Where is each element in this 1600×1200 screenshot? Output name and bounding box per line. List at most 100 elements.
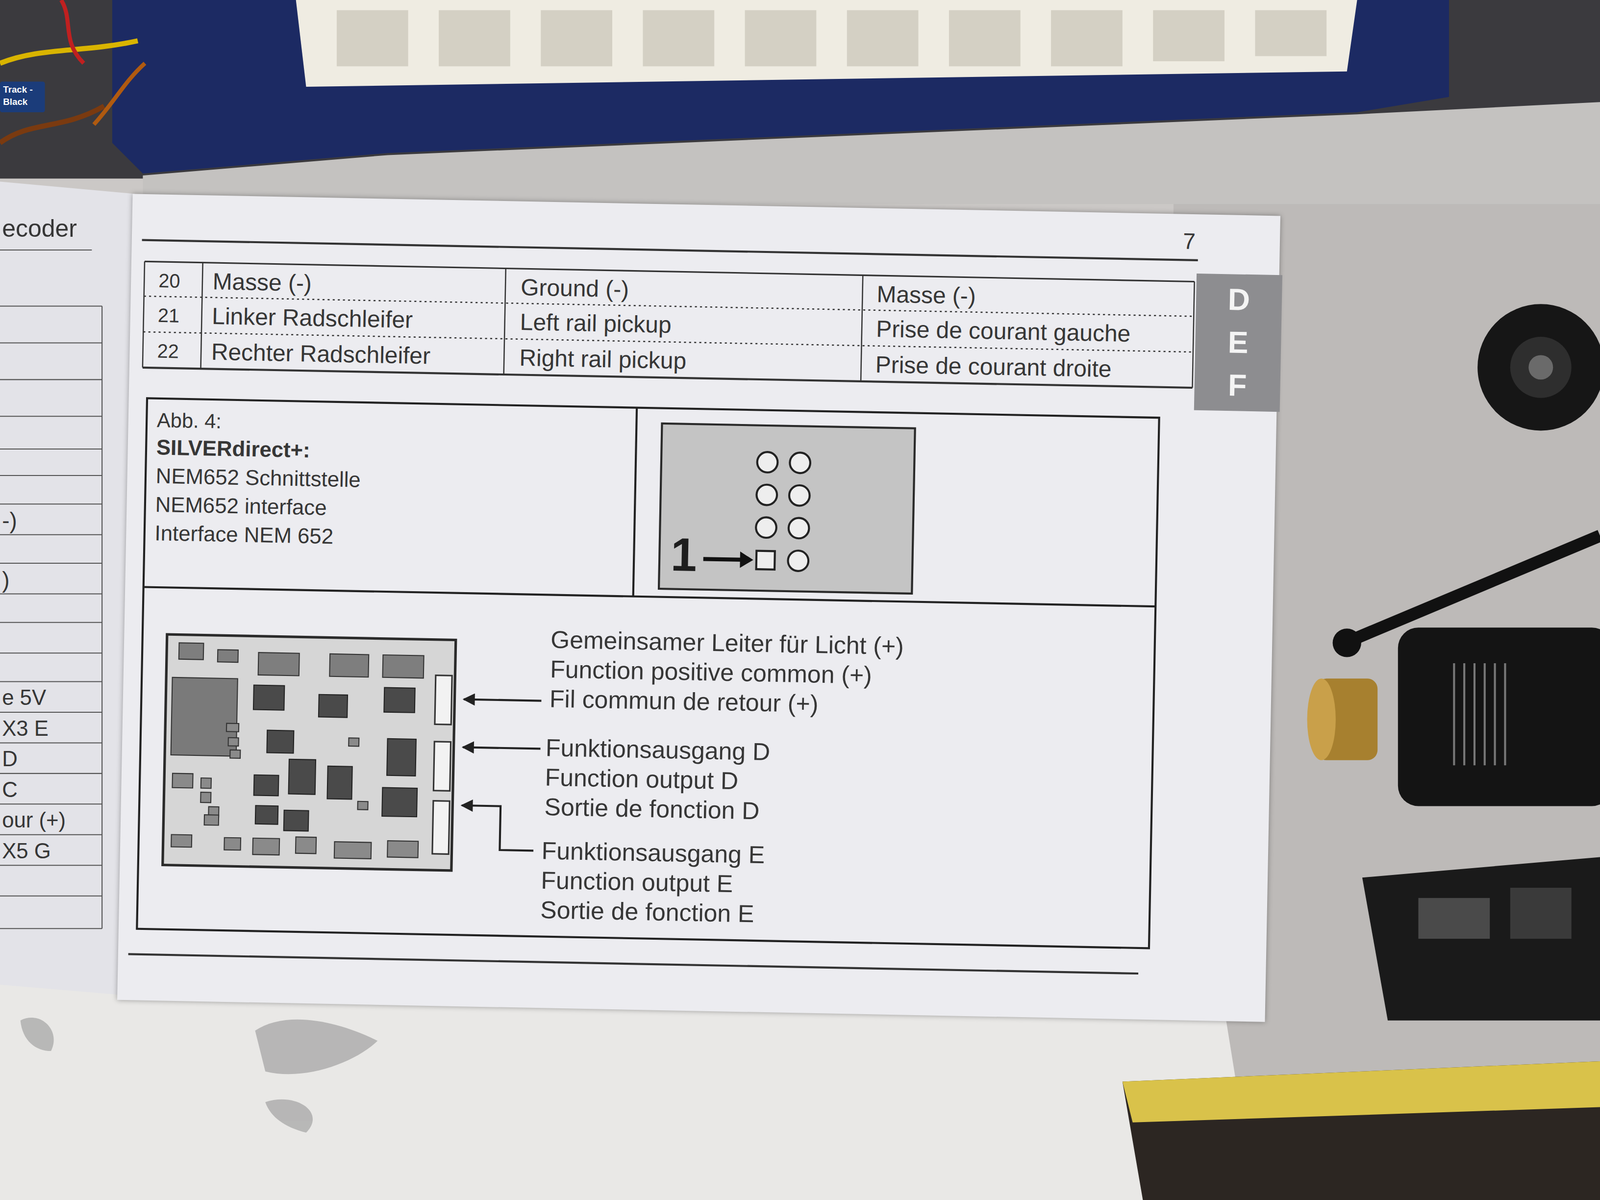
callout-label: Funktionsausgang E bbox=[541, 836, 766, 870]
left-page-table bbox=[0, 562, 102, 564]
decoder-board bbox=[200, 792, 211, 803]
connector-pins bbox=[787, 550, 809, 572]
left-page-table bbox=[0, 895, 102, 897]
decoder-board bbox=[178, 642, 204, 660]
manual-page: DEF Abb. 4:SILVERdirect+:NEM652 Schnittst… bbox=[117, 194, 1281, 1023]
language-tab: DEF bbox=[1194, 273, 1283, 412]
bogie-frame bbox=[1362, 857, 1600, 1021]
left-page-table bbox=[0, 448, 102, 450]
header-rule bbox=[142, 240, 1199, 261]
left-page-cell: X3 E bbox=[1, 716, 49, 741]
pin-table bbox=[503, 268, 506, 375]
left-page-table bbox=[0, 503, 102, 505]
decoder-board bbox=[171, 834, 192, 848]
decoder-board bbox=[253, 775, 279, 797]
connector-pins bbox=[756, 550, 775, 570]
motor-coil bbox=[1453, 663, 1505, 766]
left-page-cell: ) bbox=[1, 567, 10, 594]
connector-pins bbox=[789, 452, 811, 474]
decoder-board bbox=[348, 737, 359, 747]
left-page-table bbox=[0, 475, 102, 476]
decoder-board bbox=[432, 675, 452, 855]
node-text: D bbox=[1195, 277, 1283, 323]
smudge bbox=[254, 1019, 378, 1075]
left-page-heading: ecoder bbox=[1, 214, 77, 243]
footer-rule bbox=[128, 953, 1139, 974]
left-page bbox=[0, 181, 135, 996]
wire bbox=[0, 40, 138, 64]
decoder-board bbox=[171, 677, 238, 757]
callout-label: Function positive common (+) bbox=[550, 654, 873, 690]
plastic-slots bbox=[847, 10, 919, 67]
decoder-board bbox=[226, 723, 239, 732]
rod-end bbox=[1332, 628, 1362, 657]
smudge bbox=[20, 1017, 54, 1051]
left-page-table bbox=[0, 742, 102, 744]
left-page-table bbox=[0, 593, 102, 595]
left-page-cell: D bbox=[1, 747, 18, 772]
table-cell: Left rail pickup bbox=[519, 308, 672, 339]
decoder-board bbox=[255, 805, 279, 825]
table-cell: Prise de courant droite bbox=[875, 350, 1112, 383]
wheel-hub bbox=[1510, 336, 1572, 399]
decoder-board bbox=[383, 687, 415, 713]
connector-pins bbox=[755, 517, 777, 538]
callout-label: Sortie de fonction E bbox=[540, 895, 755, 928]
leader-arrow bbox=[460, 805, 534, 851]
left-page-table bbox=[0, 652, 102, 654]
figure-frame bbox=[143, 587, 1156, 607]
left-page-table bbox=[0, 680, 102, 682]
left-page-table bbox=[0, 773, 102, 775]
bogie-detail bbox=[1510, 887, 1572, 939]
pin-table bbox=[142, 261, 1195, 388]
decoder-board bbox=[204, 814, 220, 825]
decoder-board bbox=[434, 675, 452, 725]
decoder-board bbox=[329, 653, 369, 677]
left-page-cell: our (+) bbox=[1, 808, 66, 833]
yellow-box bbox=[1122, 1061, 1600, 1123]
pin-table bbox=[1192, 281, 1195, 388]
left-page-table bbox=[0, 250, 102, 929]
left-page-table bbox=[0, 834, 102, 836]
table-cell: Prise de courant gauche bbox=[875, 315, 1131, 348]
figure-frame bbox=[136, 398, 1159, 949]
left-page-table bbox=[0, 803, 102, 805]
decoder-board bbox=[283, 810, 309, 832]
left-page-table bbox=[0, 534, 102, 536]
decoder-board bbox=[200, 777, 212, 789]
decoder-board bbox=[253, 685, 285, 711]
node-text: Interface NEM 652 bbox=[154, 518, 627, 557]
decoder-board bbox=[334, 841, 372, 859]
wheel bbox=[1477, 303, 1600, 431]
left-page-cell: -) bbox=[1, 508, 18, 535]
plastic-slots bbox=[1254, 10, 1327, 57]
plastic-slots bbox=[745, 10, 817, 67]
connector-pins bbox=[756, 484, 777, 505]
connector-pins bbox=[756, 451, 778, 473]
table-cell: Masse (-) bbox=[876, 280, 976, 310]
left-page-table bbox=[0, 864, 102, 866]
decoder-board bbox=[217, 649, 239, 663]
leader-arrow bbox=[462, 747, 541, 749]
decoder-board bbox=[228, 737, 239, 747]
figure-caption-cell: Abb. 4:SILVERdirect+:NEM652 Schnittstell… bbox=[145, 402, 637, 594]
figure-frame bbox=[633, 407, 637, 597]
left-page-table bbox=[0, 342, 102, 344]
smudge bbox=[20, 1017, 378, 1133]
callout-label: Function output D bbox=[544, 763, 739, 796]
left-page-cell: X5 G bbox=[1, 838, 51, 864]
left-page-table bbox=[0, 927, 102, 929]
pin-one-arrowhead bbox=[739, 551, 754, 569]
table-cell: Masse (-) bbox=[212, 267, 312, 297]
pin-number: 21 bbox=[157, 304, 180, 327]
left-page-table bbox=[0, 305, 102, 307]
sticker-text: Track - bbox=[2, 84, 33, 96]
pin-number: 22 bbox=[156, 340, 179, 363]
decoder-board bbox=[162, 634, 456, 871]
connector-pinout-box: 1 bbox=[657, 422, 917, 595]
decoder-board bbox=[381, 787, 418, 818]
connector-ground bbox=[657, 422, 917, 595]
connector-pins bbox=[788, 517, 809, 539]
bogie-detail bbox=[1418, 898, 1490, 939]
motor-coil bbox=[1483, 663, 1486, 766]
